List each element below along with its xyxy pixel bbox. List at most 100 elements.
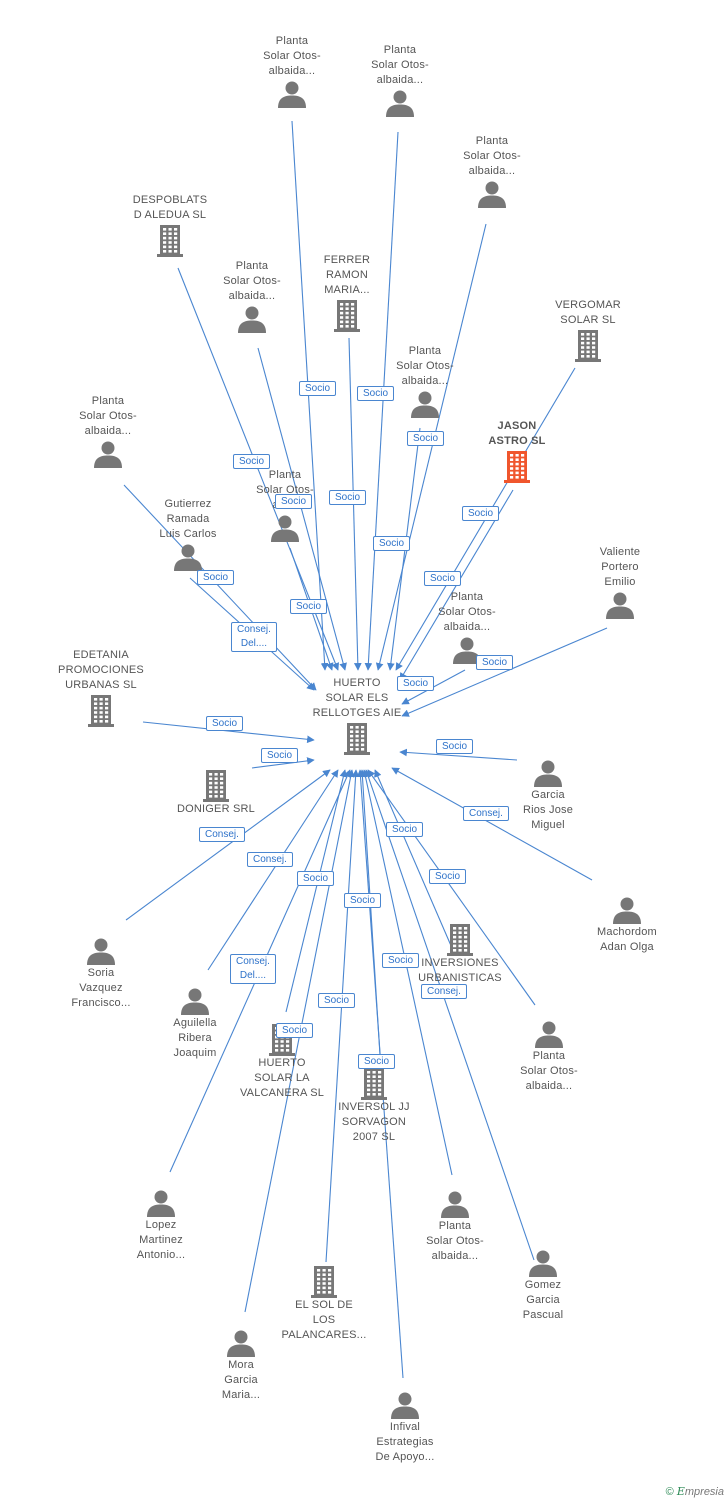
company-node[interactable]: DONIGER SRL bbox=[161, 768, 271, 817]
node-label: Planta Solar Otos- albaida... bbox=[263, 35, 321, 77]
person-icon bbox=[453, 637, 481, 664]
relationship-label[interactable]: Consej. Del.... bbox=[230, 954, 276, 984]
relationship-line bbox=[374, 769, 453, 949]
node-label: Mora Garcia Maria... bbox=[221, 1359, 261, 1401]
relationship-label[interactable]: Socio bbox=[275, 494, 313, 509]
node-label: INVERSOL JJ SORVAGON 2007 SL bbox=[338, 1101, 410, 1143]
person-node[interactable]: Planta Solar Otos- albaida... bbox=[412, 590, 522, 665]
node-label: EL SOL DE LOS PALANCARES... bbox=[281, 1299, 367, 1341]
person-icon bbox=[174, 544, 202, 571]
person-icon bbox=[529, 1250, 557, 1277]
relationship-label[interactable]: Socio bbox=[206, 716, 244, 731]
relationship-label[interactable]: Socio bbox=[358, 1054, 396, 1069]
person-node[interactable]: Planta Solar Otos- albaida... bbox=[53, 394, 163, 469]
person-node[interactable]: Planta Solar Otos- albaida... bbox=[237, 34, 347, 109]
person-node[interactable]: Planta Solar Otos- albaida... bbox=[370, 344, 480, 419]
node-label: Planta Solar Otos- albaida... bbox=[520, 1050, 578, 1092]
person-node[interactable]: Machordom Adan Olga bbox=[572, 895, 682, 955]
company-node[interactable]: FERRER RAMON MARIA... bbox=[292, 253, 402, 332]
person-node[interactable]: Planta Solar Otos- albaida... bbox=[400, 1189, 510, 1264]
relationship-line bbox=[251, 757, 315, 769]
relationship-label[interactable]: Socio bbox=[329, 490, 367, 505]
relationship-label[interactable]: Socio bbox=[382, 953, 420, 968]
relationship-label[interactable]: Socio bbox=[261, 748, 299, 763]
center-company-node[interactable]: HUERTO SOLAR ELS RELLOTGES AIE bbox=[302, 676, 412, 755]
relationship-label[interactable]: Socio bbox=[357, 386, 395, 401]
relationship-label[interactable]: Socio bbox=[462, 506, 500, 521]
node-label: Planta Solar Otos- albaida... bbox=[426, 1220, 484, 1262]
person-icon bbox=[87, 938, 115, 965]
company-node[interactable]: INVERSOL JJ SORVAGON 2007 SL bbox=[319, 1066, 429, 1145]
company-node[interactable]: EDETANIA PROMOCIONES URBANAS SL bbox=[46, 648, 156, 727]
person-icon bbox=[147, 1190, 175, 1217]
person-icon bbox=[391, 1392, 419, 1419]
relationship-line bbox=[244, 769, 355, 1313]
person-node[interactable]: Mora Garcia Maria... bbox=[186, 1328, 296, 1403]
relationship-line bbox=[361, 769, 453, 1176]
relationship-label[interactable]: Socio bbox=[476, 655, 514, 670]
person-node[interactable]: Planta Solar Otos- albaida... bbox=[494, 1019, 604, 1094]
center-company-label: HUERTO SOLAR ELS RELLOTGES AIE bbox=[312, 677, 402, 719]
node-label: Gutierrez Ramada Luis Carlos bbox=[159, 498, 217, 540]
node-label: Planta Solar Otos- albaida... bbox=[79, 395, 137, 437]
relationship-label[interactable]: Socio bbox=[407, 431, 445, 446]
node-label: Soria Vazquez Francisco... bbox=[71, 967, 131, 1009]
relationship-label[interactable]: Socio bbox=[386, 822, 424, 837]
relationship-label[interactable]: Socio bbox=[429, 869, 467, 884]
company-node[interactable]: DESPOBLATS D ALEDUA SL bbox=[115, 193, 225, 257]
company-node[interactable]: VERGOMAR SOLAR SL bbox=[533, 298, 643, 362]
company-node[interactable]: JASON ASTRO SL bbox=[462, 419, 572, 483]
footer-brand[interactable]: © Empresia bbox=[666, 1485, 724, 1498]
person-node[interactable]: Valiente Portero Emilio bbox=[565, 545, 675, 620]
person-node[interactable]: Gutierrez Ramada Luis Carlos bbox=[133, 497, 243, 572]
relationship-line bbox=[375, 223, 487, 671]
node-label: JASON ASTRO SL bbox=[488, 420, 546, 447]
relationship-label[interactable]: Consej. bbox=[463, 806, 509, 821]
person-node[interactable]: Garcia Rios Jose Miguel bbox=[493, 758, 603, 833]
relationship-label[interactable]: Socio bbox=[344, 893, 382, 908]
person-node[interactable]: Planta Solar Otos- albaida... bbox=[345, 43, 455, 118]
node-label: Lopez Martinez Antonio... bbox=[136, 1219, 186, 1261]
node-label: Aguilella Ribera Joaquim bbox=[173, 1017, 217, 1059]
relationship-label[interactable]: Socio bbox=[299, 381, 337, 396]
relationship-label[interactable]: Socio bbox=[297, 871, 335, 886]
relationship-label[interactable]: Socio bbox=[373, 536, 411, 551]
relationship-label[interactable]: Socio bbox=[233, 454, 271, 469]
brand-logo-text: mpresia bbox=[684, 1486, 724, 1498]
relationship-label[interactable]: Socio bbox=[197, 570, 235, 585]
person-icon bbox=[278, 81, 306, 108]
node-label: DESPOBLATS D ALEDUA SL bbox=[132, 194, 208, 221]
relationship-label[interactable]: Socio bbox=[424, 571, 462, 586]
relationship-label[interactable]: Consej. bbox=[421, 984, 467, 999]
building-icon bbox=[88, 695, 114, 727]
person-node[interactable]: Aguilella Ribera Joaquim bbox=[140, 986, 250, 1061]
relationship-label[interactable]: Socio bbox=[290, 599, 328, 614]
company-node[interactable]: INVERSIONES URBANISTICAS ... bbox=[405, 922, 515, 1001]
relationship-label[interactable]: Socio bbox=[436, 739, 474, 754]
relationship-label[interactable]: Socio bbox=[276, 1023, 314, 1038]
relationship-label[interactable]: Socio bbox=[318, 993, 356, 1008]
brand-logo-initial: E bbox=[676, 1485, 685, 1498]
relationship-label[interactable]: Consej. bbox=[199, 827, 245, 842]
person-node[interactable]: Infival Estrategias De Apoyo... bbox=[350, 1390, 460, 1465]
node-label: Planta Solar Otos- albaida... bbox=[223, 260, 281, 302]
person-node[interactable]: Gomez Garcia Pascual bbox=[488, 1248, 598, 1323]
person-node[interactable]: Soria Vazquez Francisco... bbox=[46, 936, 156, 1011]
person-icon bbox=[478, 181, 506, 208]
building-icon bbox=[344, 723, 370, 755]
node-label: EDETANIA PROMOCIONES URBANAS SL bbox=[58, 649, 144, 691]
node-label: HUERTO SOLAR LA VALCANERA SL bbox=[239, 1057, 325, 1099]
relationship-line bbox=[123, 484, 317, 691]
relationship-label[interactable]: Socio bbox=[397, 676, 435, 691]
relationship-label[interactable]: Consej. Del.... bbox=[231, 622, 277, 652]
person-node[interactable]: Planta Solar Otos- albaida... bbox=[437, 134, 547, 209]
relationship-label[interactable]: Consej. bbox=[247, 852, 293, 867]
company-node[interactable]: EL SOL DE LOS PALANCARES... bbox=[269, 1264, 379, 1343]
person-node[interactable]: Lopez Martinez Antonio... bbox=[106, 1188, 216, 1263]
building-icon bbox=[361, 1068, 387, 1100]
person-icon bbox=[94, 441, 122, 468]
node-label: FERRER RAMON MARIA... bbox=[323, 254, 371, 296]
copyright-symbol: © bbox=[665, 1486, 674, 1498]
person-icon bbox=[227, 1330, 255, 1357]
person-node[interactable]: Planta Solar Otos- albaida... bbox=[197, 259, 307, 334]
